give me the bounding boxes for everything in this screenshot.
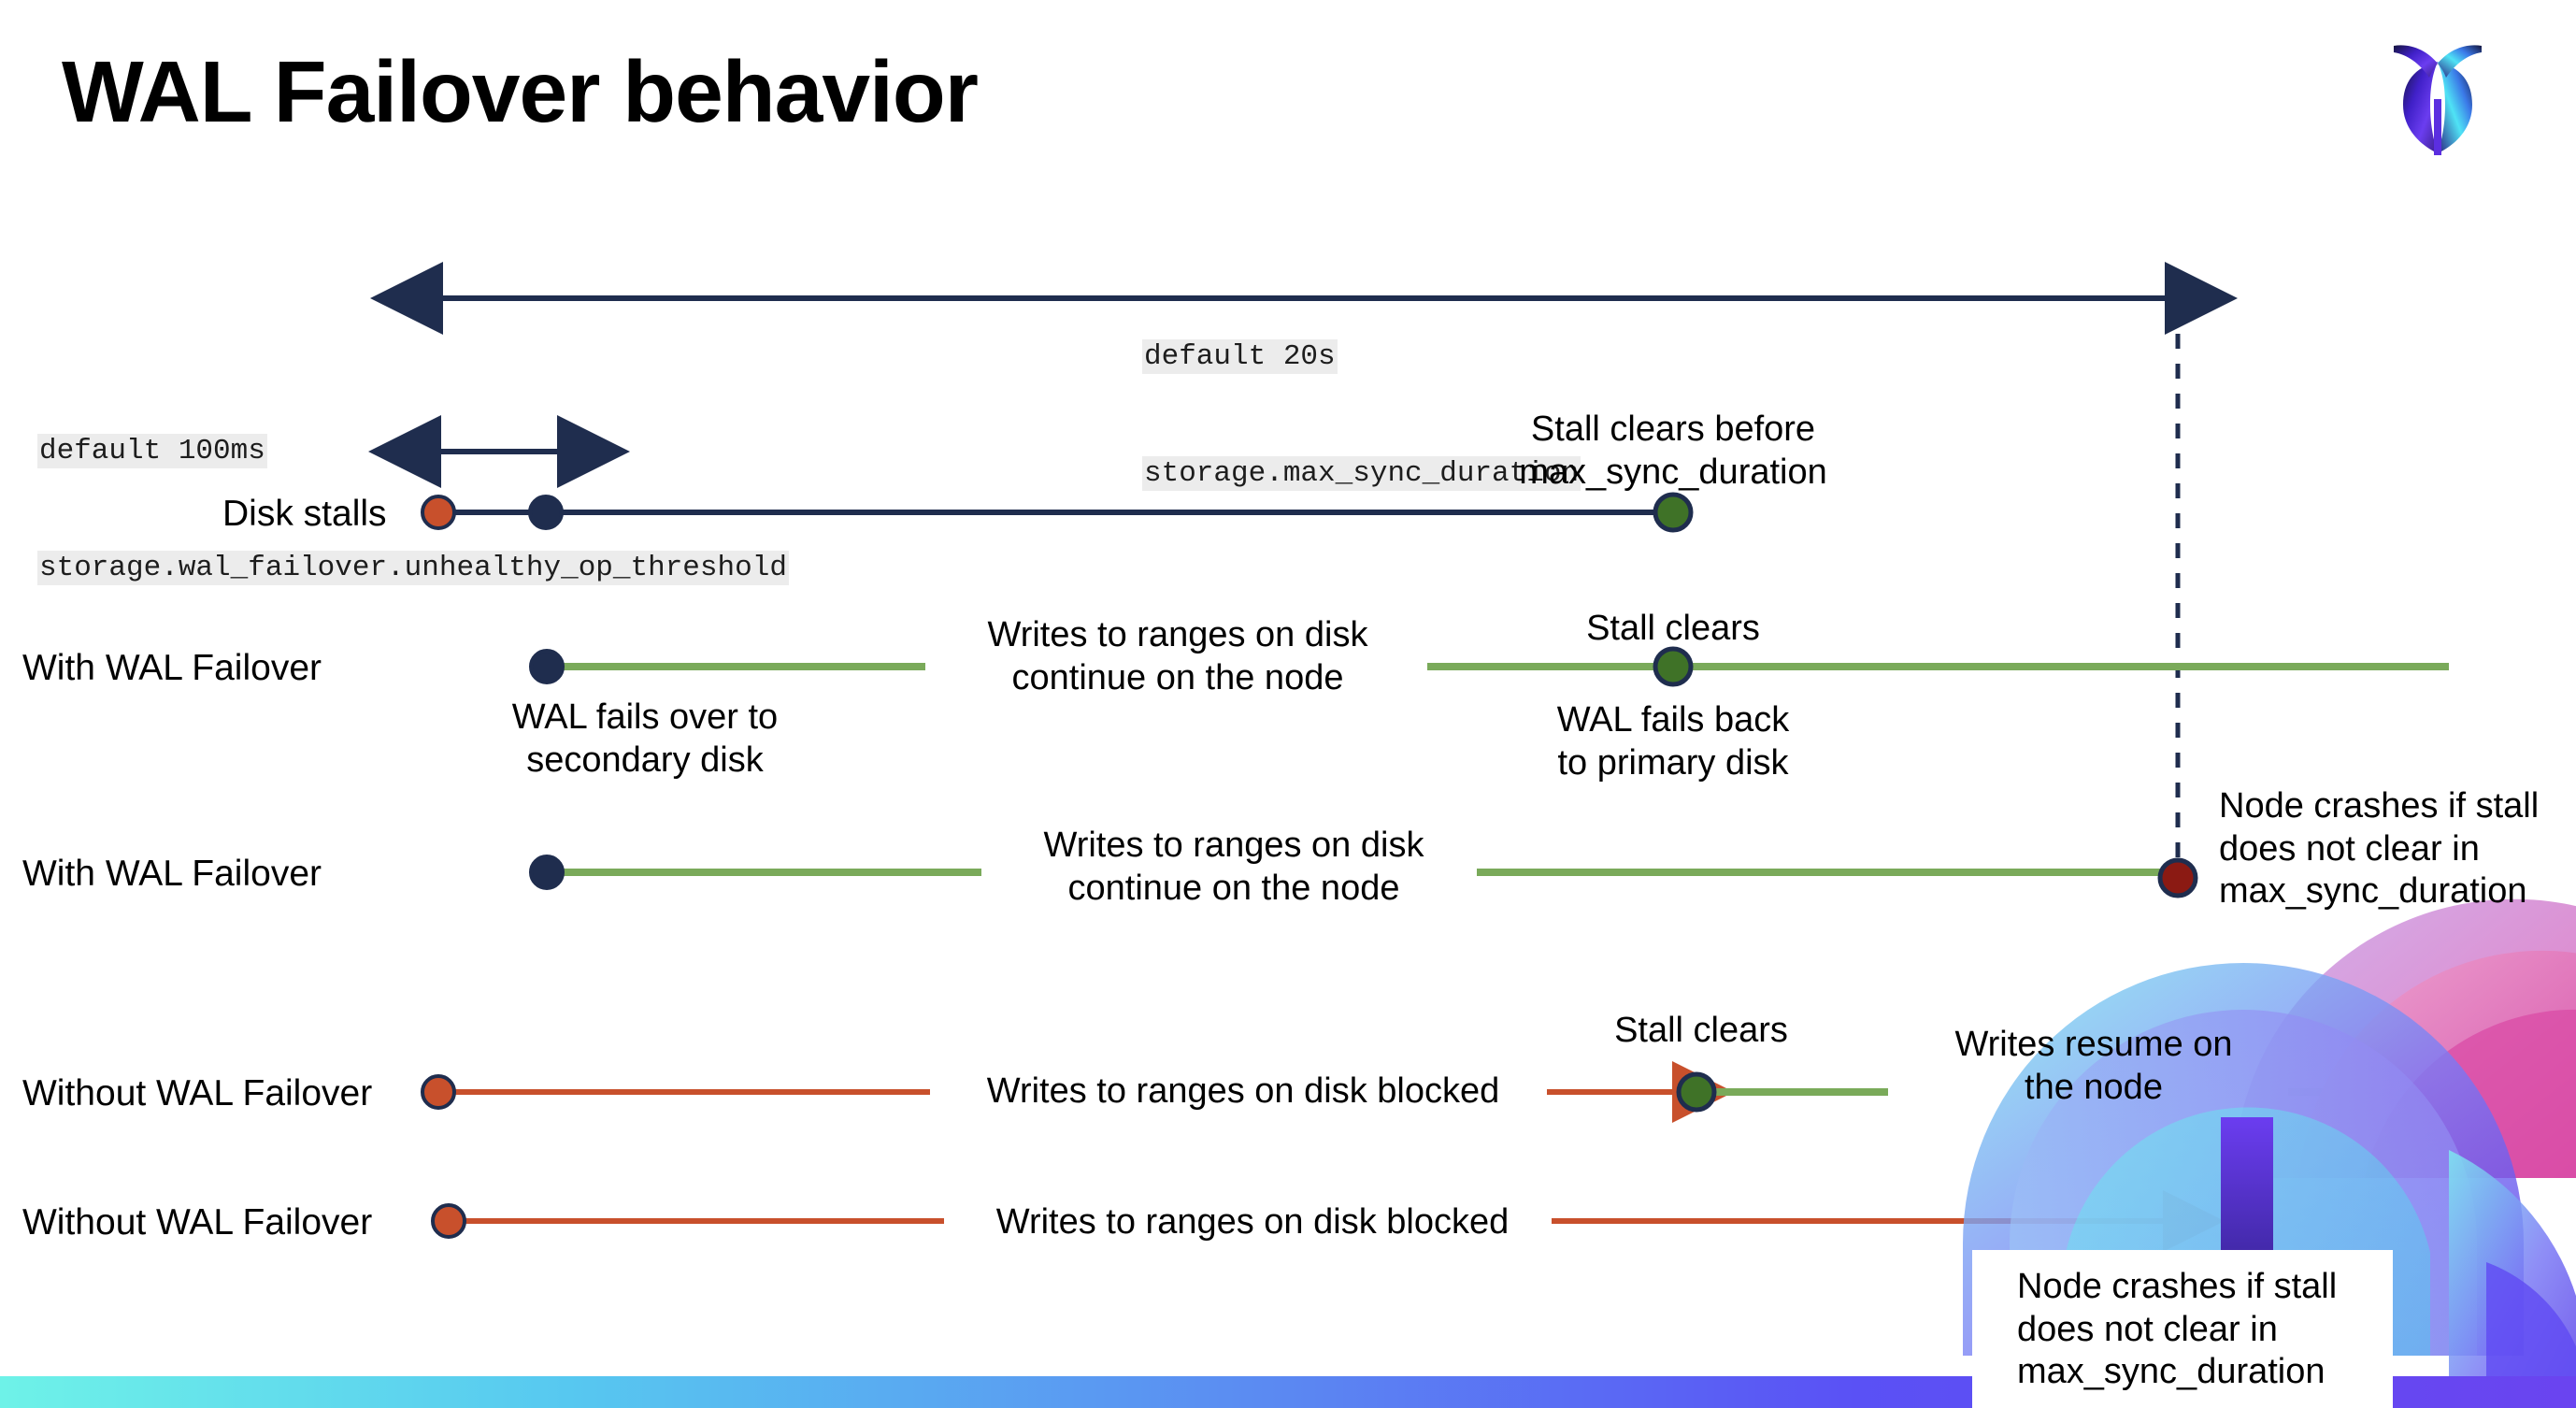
note-no-failover-2-node-crashes: Node crashes if stall does not clear in … [2017,1267,2338,1392]
note-disk-stalls-clears: Stall clears before max_sync_duration [1519,409,1827,492]
max-sync-setting-label: storage.max_sync_duration [1142,456,1581,492]
wal-failover-2-start-dot [529,855,565,890]
note-wal-failover-1-stall-clears: Stall clears [1586,609,1760,648]
unhealthy-op-threshold-annotation: default 100ms storage.wal_failover.unhea… [37,353,789,667]
no-failover-1-clear-dot [1676,1071,1717,1113]
disk-stalls-failover-dot [528,495,564,530]
wal-failover-2-crash-dot [2157,857,2198,898]
row-label-disk-stalls: Disk stalls [222,494,387,534]
page-title: WAL Failover behavior [62,43,979,140]
unhealthy-setting-label: storage.wal_failover.unhealthy_op_thresh… [37,551,789,586]
wal-failover-1-clear-dot [1653,646,1694,687]
wal-failover-1-start-dot [529,649,565,684]
note-wal-failover-2-node-crashes: Node crashes if stall does not clear in … [2219,786,2540,912]
note-no-failover-2-writes-blocked: Writes to ranges on disk blocked [995,1202,1510,1242]
disk-stalls-clear-dot [1653,492,1694,533]
no-failover-1-start-dot [421,1074,456,1110]
no-failover-2-start-dot [431,1203,466,1239]
row-label-without-wal-failover-2: Without WAL Failover [22,1202,373,1243]
note-wal-failover-1-fails-back: WAL fails back to primary disk [1556,700,1790,783]
note-wal-failover-1-fails-over: WAL fails over to secondary disk [511,697,779,780]
max-sync-duration-annotation: default 20s storage.max_sync_duration [1142,259,1581,572]
callout-box-node-crashes: Node crashes if stall does not clear in … [1972,1250,2393,1408]
unhealthy-default-label: default 100ms [37,433,267,468]
row-label-with-wal-failover-2: With WAL Failover [22,854,322,894]
max-sync-default-label: default 20s [1142,338,1338,374]
note-no-failover-1-stall-clears: Stall clears [1614,1011,1788,1050]
note-no-failover-1-writes-blocked: Writes to ranges on disk blocked [986,1071,1500,1111]
note-no-failover-1-writes-resume: Writes resume on the node [1954,1025,2233,1107]
note-wal-failover-2-writes-continue: Writes to ranges on disk continue on the… [1043,826,1424,908]
cockroachdb-logo [2386,34,2489,160]
note-wal-failover-1-writes-continue: Writes to ranges on disk continue on the… [987,615,1368,697]
row-label-without-wal-failover-1: Without WAL Failover [22,1073,373,1113]
disk-stalls-start-dot [421,495,456,530]
row-label-with-wal-failover-1: With WAL Failover [22,648,322,688]
